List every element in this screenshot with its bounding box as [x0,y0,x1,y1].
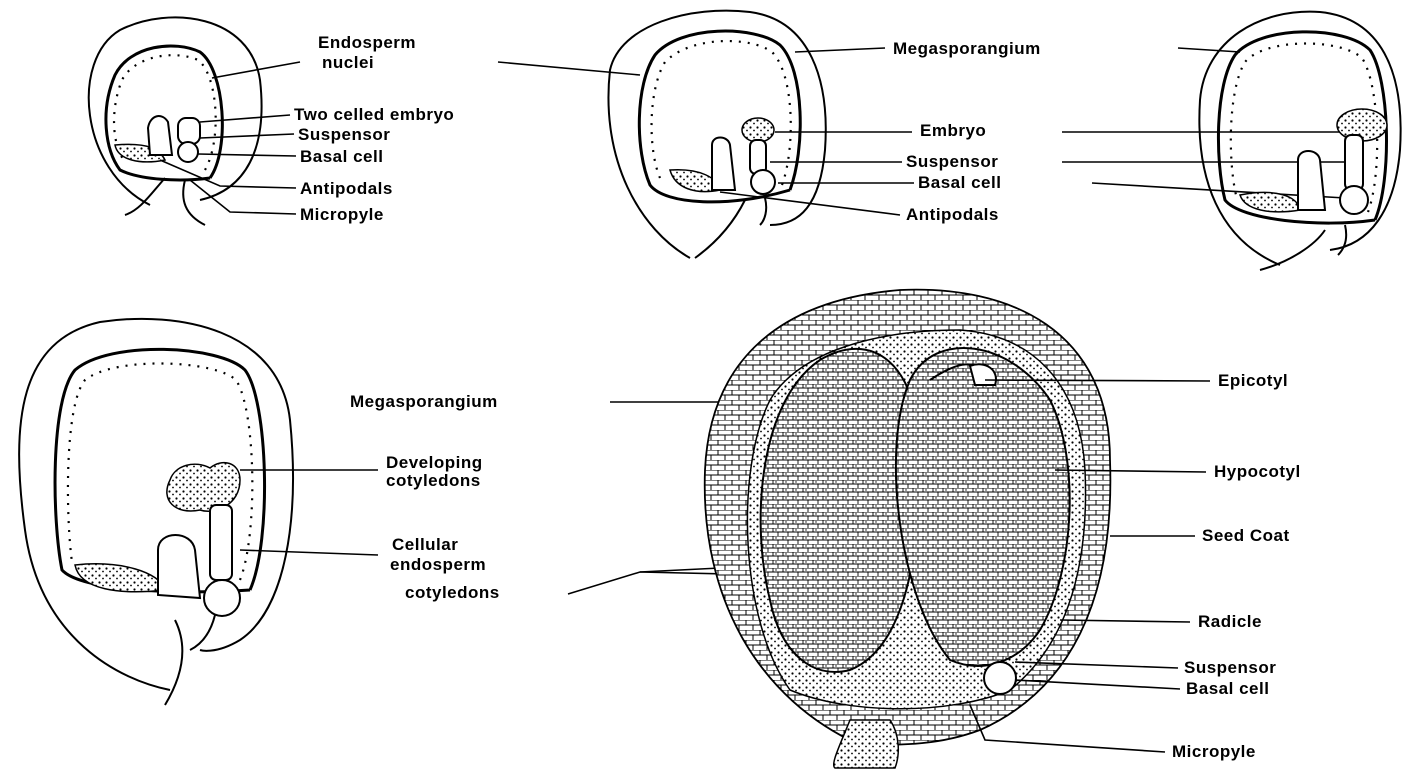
label-hypocotyl: Hypocotyl [1214,462,1301,481]
label-micropyle-seed: Micropyle [1172,742,1256,761]
leader-micropyle-1 [190,180,296,214]
label-megasporangium-2: Megasporangium [893,39,1041,58]
label-endosperm-nuclei-1: Endosperm [318,33,416,52]
label-antipodals-2: Antipodals [906,205,999,224]
stage1-labels: Endosperm nuclei Two celled embryo Suspe… [160,33,454,224]
label-epicotyl: Epicotyl [1218,371,1288,390]
label-suspensor-1: Suspensor [298,125,390,144]
label-developing-cotyledons-1: Developing [386,453,483,472]
label-endosperm-nuclei-2: nuclei [322,53,374,72]
label-basal-cell-1: Basal cell [300,147,383,166]
leader-antipodals-2 [720,192,900,215]
stage2-ovule [608,11,825,258]
label-seed-coat: Seed Coat [1202,526,1290,545]
label-two-celled-embryo: Two celled embryo [294,105,454,124]
label-cotyledons: cotyledons [405,583,500,602]
mature-seed [705,290,1111,768]
label-embryo-2: Embryo [920,121,986,140]
leader-two-celled-embryo [200,115,290,122]
leader-megasporangium-right [1178,48,1240,52]
leader-basal-cell-1 [198,154,296,156]
stage4-ovule [19,319,293,705]
label-radicle: Radicle [1198,612,1262,631]
label-suspensor-seed: Suspensor [1184,658,1276,677]
label-cellular-endosperm-2: endosperm [390,555,486,574]
stage1-ovule [89,17,262,225]
leader-endosperm-nuclei-2 [498,62,640,75]
label-developing-cotyledons-2: cotyledons [386,471,481,490]
label-micropyle-1: Micropyle [300,205,384,224]
leader-antipodals-1 [160,160,296,188]
label-cellular-endosperm-1: Cellular [392,535,458,554]
label-basal-cell-2: Basal cell [918,173,1001,192]
label-megasporangium-4: Megasporangium [350,392,498,411]
leader-epicotyl [985,380,1210,381]
label-suspensor-2: Suspensor [906,152,998,171]
label-basal-cell-seed: Basal cell [1186,679,1269,698]
label-antipodals-1: Antipodals [300,179,393,198]
stage3-ovule [1199,12,1400,270]
